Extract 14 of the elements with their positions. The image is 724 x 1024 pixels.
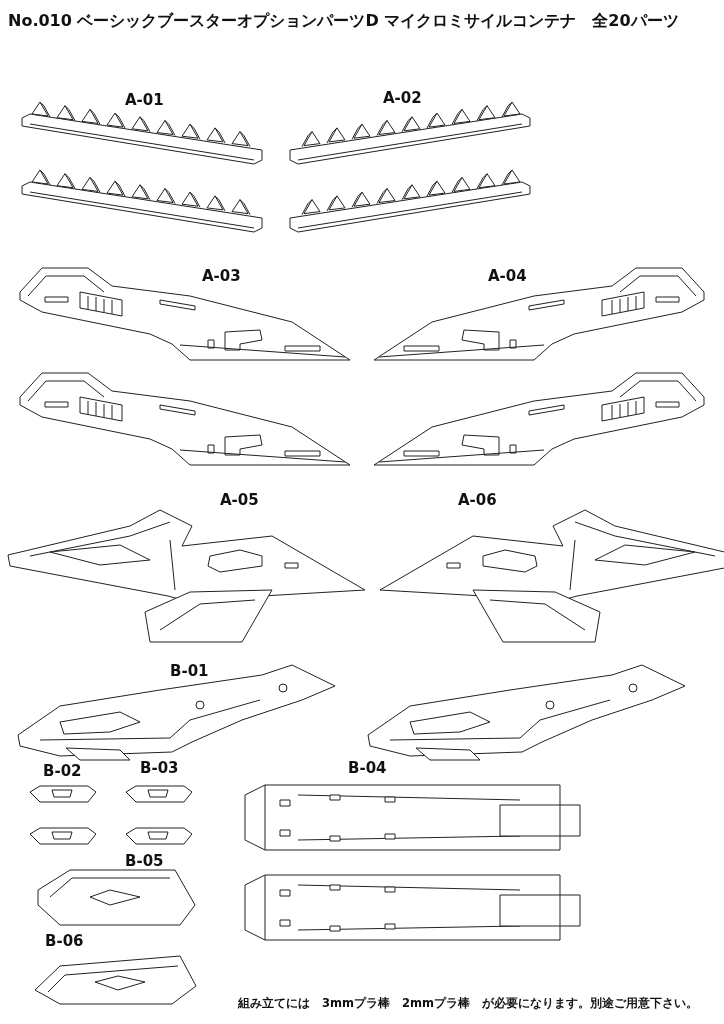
part-label: A-02 bbox=[383, 90, 422, 107]
part-label: A-04 bbox=[488, 268, 527, 285]
title: No.010 ベーシックブースターオプションパーツD マイクロミサイルコンテナ 全20パーツ bbox=[8, 12, 679, 30]
part-label: A-05 bbox=[220, 492, 259, 509]
part-label: B-06 bbox=[45, 933, 84, 950]
part-label: A-03 bbox=[202, 268, 241, 285]
part-label: B-01 bbox=[170, 663, 209, 680]
part-label: A-06 bbox=[458, 492, 497, 509]
note-text: 組み立てには 3mmプラ棒 2mmプラ棒 が必要になります。別途ご用意下さい。 bbox=[238, 997, 698, 1010]
part-label: B-02 bbox=[43, 763, 82, 780]
part-label: A-01 bbox=[125, 92, 164, 109]
part-label: B-05 bbox=[125, 853, 164, 870]
part-label: B-03 bbox=[140, 760, 179, 777]
part-label: B-04 bbox=[348, 760, 387, 777]
